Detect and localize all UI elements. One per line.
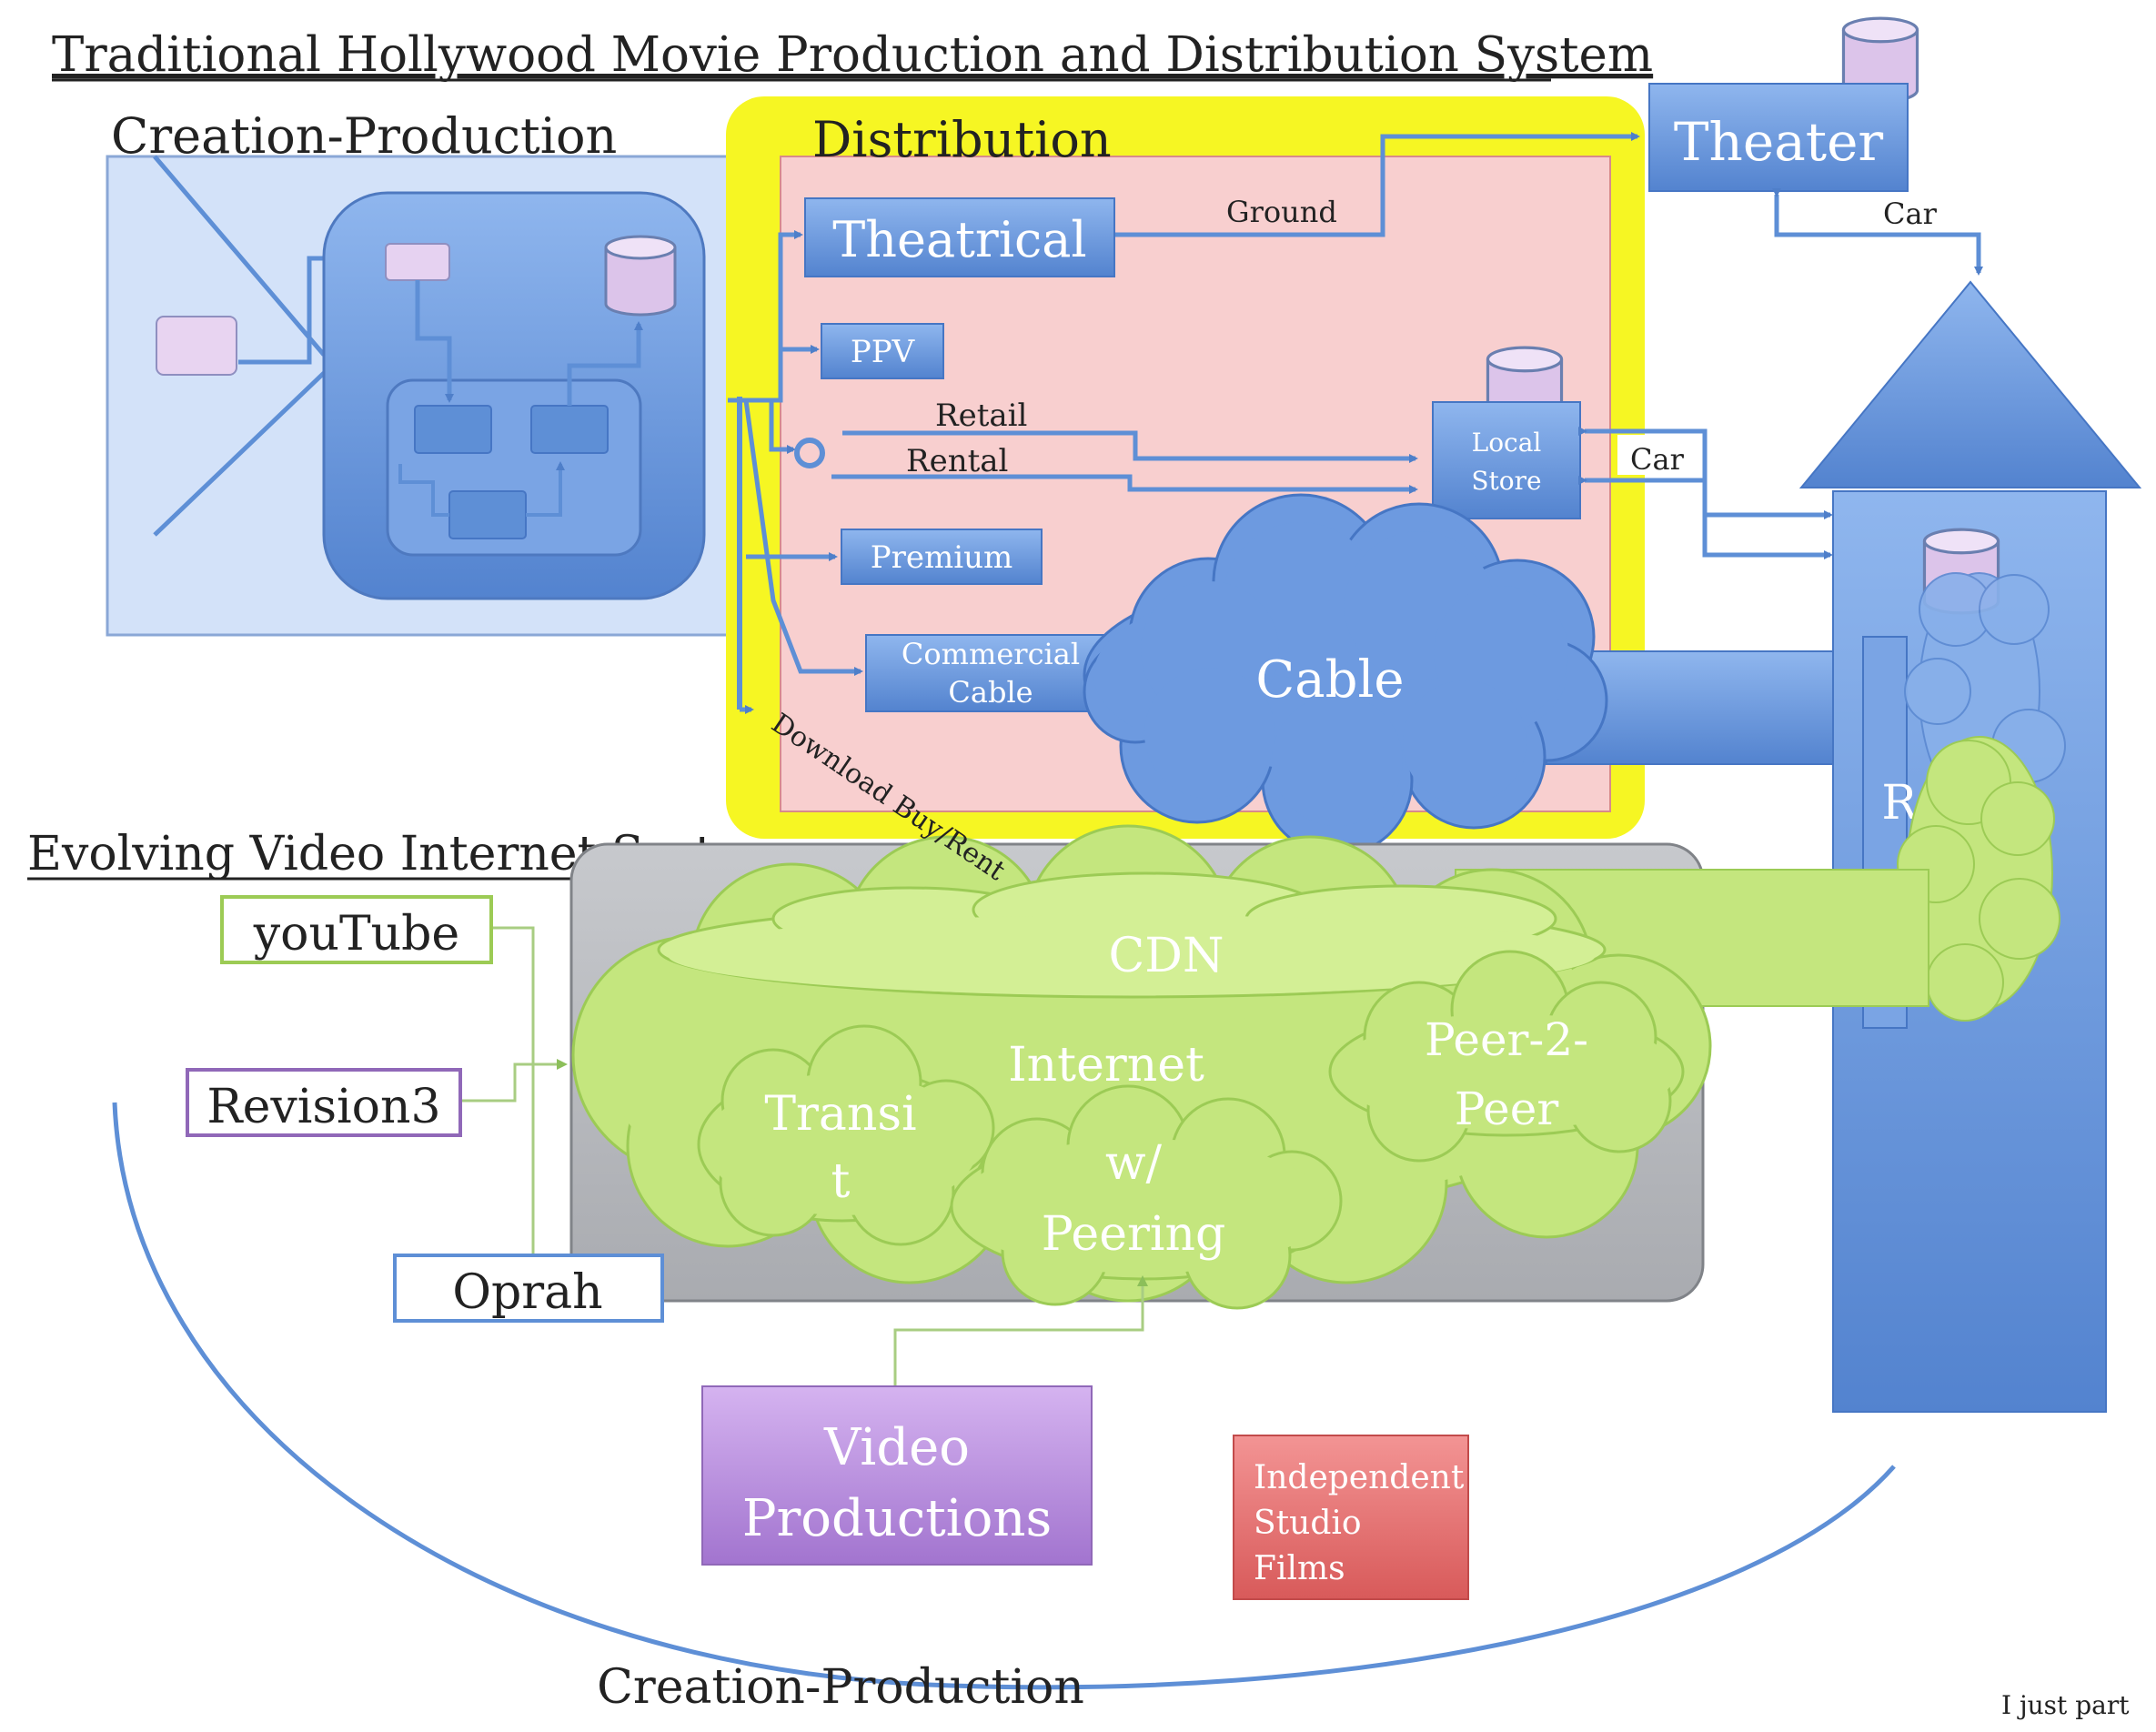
cable-cloud-label: Cable bbox=[1255, 650, 1404, 710]
edge-sources-to-internet bbox=[491, 926, 535, 1254]
diagram-title: Traditional Hollywood Movie Production a… bbox=[52, 27, 1653, 83]
edge-label-rental: Rental bbox=[906, 443, 1008, 479]
independent-label-line2: Studio bbox=[1254, 1505, 1362, 1542]
ppv-box[interactable] bbox=[821, 323, 944, 379]
edge-label-car-top: Car bbox=[1883, 196, 1938, 231]
video-productions-label-line2: Productions bbox=[742, 1489, 1052, 1548]
edge-to-hub bbox=[746, 398, 796, 454]
car-store-label-bg bbox=[1617, 435, 1690, 475]
transit-label-line2: t bbox=[831, 1154, 851, 1209]
cdn-label: CDN bbox=[1109, 929, 1224, 983]
theatrical-box[interactable] bbox=[804, 197, 1115, 277]
studio-flow-1 bbox=[415, 280, 454, 403]
creation-diagonal-upper bbox=[153, 155, 326, 357]
edge-label-car-store: Car bbox=[1630, 442, 1685, 477]
revision3-box[interactable] bbox=[186, 1068, 462, 1137]
creation-diagonal-lower bbox=[153, 371, 326, 537]
retail-rental-hub bbox=[794, 438, 825, 468]
revision3-label: Revision3 bbox=[207, 1080, 440, 1134]
studio-process-b bbox=[530, 405, 609, 454]
peer-to-peer-cloud bbox=[1328, 950, 1685, 1163]
local-store-label-line1: Local bbox=[1472, 428, 1542, 458]
transit-cloud bbox=[697, 1024, 995, 1246]
studio-flow-4 bbox=[526, 461, 565, 517]
edge-video-to-peering bbox=[893, 1275, 1148, 1386]
edge-to-commercial-cable bbox=[743, 399, 863, 676]
edge-car-theater bbox=[1772, 188, 1983, 276]
theater-box[interactable] bbox=[1648, 83, 1909, 192]
cdn-cloud bbox=[657, 871, 1607, 999]
commercial-cable-box[interactable] bbox=[865, 634, 1116, 712]
edge-label-ground: Ground bbox=[1226, 195, 1337, 229]
cable-cloud bbox=[1083, 493, 1608, 857]
premium-box[interactable] bbox=[841, 529, 1043, 585]
studio-flow-3 bbox=[398, 464, 449, 517]
independent-label-line1: Independent bbox=[1254, 1459, 1465, 1496]
ppv-label: PPV bbox=[851, 334, 916, 370]
peer-to-peer-label-line2: Peer bbox=[1455, 1082, 1559, 1135]
edge-car-store-2 bbox=[1578, 476, 1833, 559]
studio-process-a bbox=[414, 405, 492, 454]
premium-label: Premium bbox=[871, 539, 1013, 576]
oprah-label: Oprah bbox=[452, 1265, 602, 1320]
peer-to-peer-label-line1: Peer-2- bbox=[1425, 1013, 1588, 1066]
studio-process-c bbox=[448, 490, 527, 539]
independent-label-line3: Films bbox=[1254, 1550, 1345, 1587]
studio-small-box bbox=[385, 243, 450, 281]
oprah-box[interactable] bbox=[393, 1254, 664, 1323]
footnote: I just part bbox=[2001, 1690, 2130, 1720]
creation-input-box bbox=[156, 316, 237, 376]
theater-label: Theater bbox=[1674, 111, 1884, 173]
house-roof bbox=[1798, 280, 2142, 488]
peering-label-line1: w/ bbox=[1105, 1136, 1163, 1191]
creation-production-bottom-label: Creation-Production bbox=[597, 1660, 1084, 1715]
edge-revision3-to-internet bbox=[460, 1059, 568, 1103]
youtube-box[interactable] bbox=[220, 895, 493, 964]
creation-production-arc bbox=[112, 1102, 1896, 1690]
distribution-label: Distribution bbox=[812, 111, 1112, 168]
studio-flow-2 bbox=[567, 321, 643, 406]
peering-label-line2: Peering bbox=[1042, 1207, 1225, 1262]
video-productions-label-line1: Video bbox=[823, 1418, 970, 1477]
edge-theatrical-to-theater bbox=[1115, 132, 1640, 237]
edge-retail bbox=[842, 430, 1418, 463]
independent-studio-films-box[interactable] bbox=[1233, 1435, 1469, 1600]
local-store-label-line2: Store bbox=[1471, 466, 1541, 496]
commercial-cable-label-line2: Cable bbox=[948, 675, 1033, 710]
peering-cloud bbox=[950, 1084, 1343, 1310]
transit-label-line1: Transi bbox=[764, 1087, 916, 1142]
commercial-cable-label-line1: Commercial bbox=[902, 637, 1080, 671]
video-productions-box[interactable] bbox=[701, 1385, 1093, 1566]
youtube-label: youTube bbox=[253, 907, 459, 962]
theatrical-label: Theatrical bbox=[832, 211, 1086, 268]
studio-database-icon bbox=[604, 235, 677, 317]
edge-rental bbox=[831, 474, 1418, 494]
internet-label: Internet bbox=[1008, 1038, 1204, 1093]
local-store-box[interactable] bbox=[1432, 401, 1581, 519]
edge-label-retail: Retail bbox=[935, 398, 1027, 434]
